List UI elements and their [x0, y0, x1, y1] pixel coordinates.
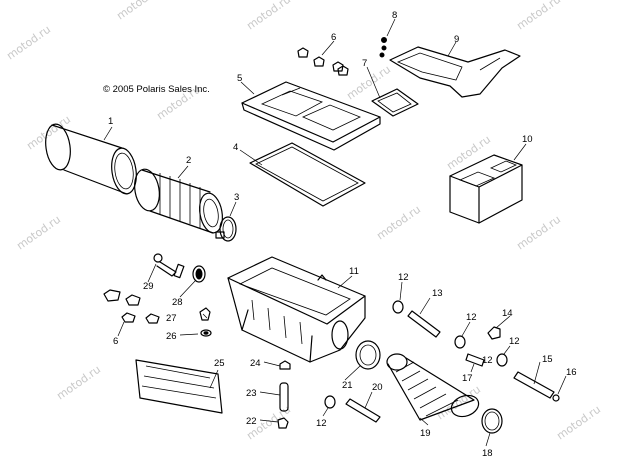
callout-10: 10	[522, 134, 533, 145]
callout-2: 2	[186, 155, 191, 166]
part-intake-duct	[389, 46, 521, 98]
part-airbox-cover	[241, 81, 381, 151]
part-gasket	[249, 142, 366, 207]
part-screws-top	[297, 47, 349, 76]
part-pre-filter	[45, 123, 137, 195]
callout-12e: 12	[482, 355, 493, 366]
callout-5: 5	[237, 73, 242, 84]
part-grommet	[192, 265, 206, 283]
callout-25: 25	[214, 358, 225, 369]
part-screws-8	[379, 37, 387, 58]
callout-12d: 12	[316, 418, 327, 429]
callout-4: 4	[233, 142, 238, 153]
watermark-text: motod.ru	[514, 0, 563, 32]
watermark-text: motod.ru	[244, 0, 293, 32]
callout-6b: 6	[113, 336, 118, 347]
leader-lines	[103, 18, 567, 447]
callout-labels: 1 2 3 4 5 6 7 8 9 10 11 12 12 12 12 12 1…	[108, 10, 577, 459]
part-22	[277, 417, 289, 429]
part-17	[465, 353, 485, 367]
part-14	[487, 326, 501, 340]
watermark-text: motod.ru	[514, 213, 563, 253]
part-foam-block	[449, 154, 523, 224]
watermark-text: motod.ru	[344, 63, 393, 103]
callout-7: 7	[362, 58, 367, 69]
callout-15: 15	[542, 354, 553, 365]
part-clips-lower	[103, 289, 160, 324]
callout-6: 6	[331, 32, 336, 43]
watermark-text: motod.ru	[374, 203, 423, 243]
part-airbox-base	[227, 256, 366, 363]
callout-18: 18	[482, 448, 493, 459]
part-16	[552, 394, 560, 402]
callout-1: 1	[108, 116, 113, 127]
callout-29: 29	[143, 281, 154, 292]
callout-11: 11	[349, 266, 359, 277]
watermark-text: motod.ru	[4, 23, 53, 63]
callout-8: 8	[392, 10, 397, 21]
callout-22: 22	[246, 416, 257, 427]
part-screen	[135, 359, 223, 414]
callout-13: 13	[432, 288, 443, 299]
callout-12a: 12	[398, 272, 409, 283]
part-plugs-12	[324, 300, 508, 409]
callout-20: 20	[372, 382, 383, 393]
part-clamp-18	[481, 408, 503, 434]
watermark-text: motod.ru	[54, 363, 103, 403]
part-tube-20	[345, 398, 381, 423]
callout-9: 9	[454, 34, 459, 45]
part-tube-13	[407, 310, 441, 338]
part-24	[279, 360, 291, 370]
part-valve	[153, 253, 185, 279]
callout-24: 24	[250, 358, 261, 369]
part-tube-23	[279, 382, 289, 412]
callout-16: 16	[566, 367, 577, 378]
callout-26: 26	[166, 331, 177, 342]
callout-14: 14	[502, 308, 513, 319]
callout-12c: 12	[509, 336, 520, 347]
callout-3: 3	[234, 192, 239, 203]
callout-23: 23	[246, 388, 257, 399]
part-coupler	[355, 340, 381, 370]
callout-17: 17	[462, 373, 473, 384]
part-clamp-3	[215, 216, 237, 242]
callout-27: 27	[166, 313, 177, 324]
watermark-text: motod.ru	[114, 0, 163, 22]
callout-28: 28	[172, 297, 183, 308]
part-air-filter	[134, 168, 223, 234]
part-small-gasket	[371, 88, 419, 117]
part-27-26	[199, 307, 212, 337]
callout-21: 21	[342, 380, 353, 391]
watermark-layer: motod.ru motod.ru motod.ru motod.ru motod.ru…	[4, 0, 603, 442]
copyright-text: © 2005 Polaris Sales Inc.	[103, 84, 210, 95]
watermark-text: motod.ru	[14, 213, 63, 253]
callout-12b: 12	[466, 312, 477, 323]
part-tube-15	[513, 371, 555, 399]
part-bellows	[386, 353, 480, 421]
watermark-text: motod.ru	[554, 403, 603, 443]
callout-19: 19	[420, 428, 431, 439]
